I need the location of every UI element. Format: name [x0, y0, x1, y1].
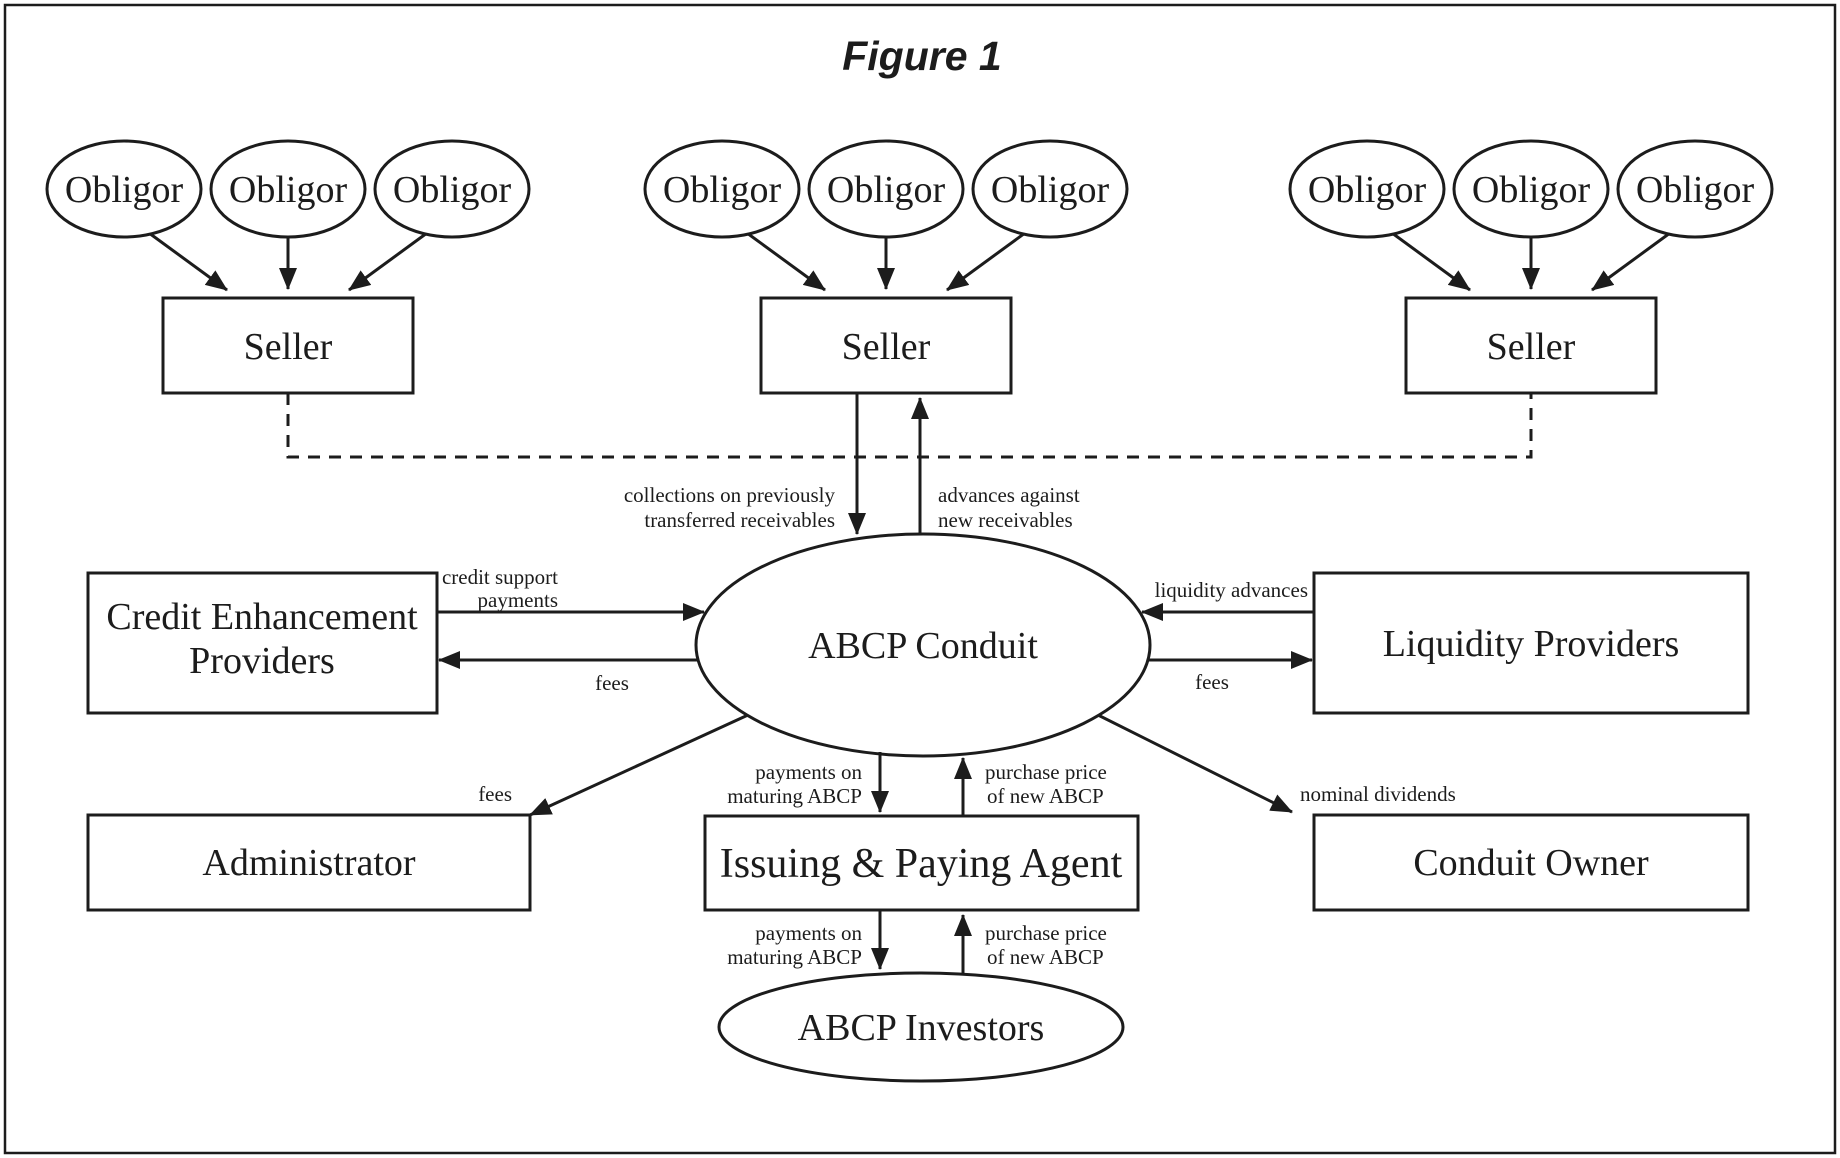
seller-box [161, 296, 415, 395]
credit-support-label: credit support [442, 565, 558, 589]
obligor-ellipse [643, 139, 801, 239]
obligor-ellipse [1452, 139, 1610, 239]
nominal-dividends-label: nominal dividends [1300, 782, 1456, 806]
fees-label: fees [1195, 670, 1229, 694]
advances-label: advances against [938, 483, 1080, 507]
seller-label: Seller [1487, 326, 1576, 368]
obligor-ellipse [209, 139, 367, 239]
obligor-ellipse [807, 139, 965, 239]
obligor-ellipse [373, 139, 531, 239]
abcp-investors-label: ABCP Investors [798, 1007, 1045, 1049]
purchase-price-label: purchase price [985, 921, 1107, 945]
liquidity-providers-label: Liquidity Providers [1383, 623, 1680, 665]
credit-enhancement-label: Providers [189, 640, 335, 682]
group-left: Obligor Obligor Obligor Seller [45, 139, 531, 395]
obligor-label: Obligor [663, 169, 782, 211]
arrow-obligor-to-seller [348, 231, 428, 292]
administrator-box [86, 813, 532, 912]
obligor-label: Obligor [229, 169, 348, 211]
obligor-ellipse [1288, 139, 1446, 239]
credit-support-label: payments [478, 588, 558, 612]
figure-title: Figure 1 [842, 33, 1001, 79]
purchase-price-label: of new ABCP [987, 784, 1104, 808]
credit-enhancement-box [86, 571, 439, 715]
abcp-conduit-label: ABCP Conduit [808, 625, 1038, 667]
arrow-nominal-dividends [1097, 713, 1293, 814]
seller-label: Seller [244, 326, 333, 368]
liquidity-advances-label: liquidity advances [1155, 578, 1308, 602]
group-middle: Obligor Obligor Obligor Seller [643, 139, 1129, 395]
collections-label: collections on previously [624, 483, 836, 507]
fees-label: fees [478, 782, 512, 806]
obligor-ellipse [1616, 139, 1774, 239]
group-right: Obligor Obligor Obligor Seller [1288, 139, 1774, 395]
arrow-fees-to-administrator [529, 713, 749, 817]
seller-box [759, 296, 1013, 395]
seller-label: Seller [842, 326, 931, 368]
credit-enhancement-label: Credit Enhancement [106, 596, 418, 638]
obligor-ellipse [45, 139, 203, 239]
payments-maturing-label: payments on [755, 921, 862, 945]
figure-border [3, 3, 1837, 1155]
obligor-label: Obligor [991, 169, 1110, 211]
arrow-obligor-to-seller [1391, 231, 1471, 292]
obligor-ellipse [971, 139, 1129, 239]
issuing-paying-agent-box [703, 814, 1140, 912]
payments-maturing-label: payments on [755, 760, 862, 784]
administrator-label: Administrator [202, 842, 416, 884]
arrow-obligor-to-seller [746, 231, 826, 292]
obligor-label: Obligor [1472, 169, 1591, 211]
obligor-label: Obligor [827, 169, 946, 211]
arrow-obligor-to-seller [148, 231, 228, 292]
payments-maturing-label: maturing ABCP [727, 784, 862, 808]
collections-label: transferred receivables [644, 508, 835, 532]
abcp-investors-ellipse [717, 971, 1125, 1083]
payments-maturing-label: maturing ABCP [727, 945, 862, 969]
seller-box [1404, 296, 1658, 395]
purchase-price-label: purchase price [985, 760, 1107, 784]
obligor-label: Obligor [65, 169, 184, 211]
liquidity-providers-box [1312, 571, 1750, 715]
fees-label: fees [595, 671, 629, 695]
purchase-price-label: of new ABCP [987, 945, 1104, 969]
advances-label: new receivables [938, 508, 1073, 532]
arrow-obligor-to-seller [946, 231, 1026, 292]
arrow-obligor-to-seller [1591, 231, 1671, 292]
obligor-label: Obligor [1308, 169, 1427, 211]
obligor-label: Obligor [393, 169, 512, 211]
dashed-seller-connector [286, 393, 1533, 459]
abcp-conduit-ellipse [694, 532, 1152, 758]
conduit-owner-label: Conduit Owner [1413, 842, 1649, 884]
issuing-paying-agent-label: Issuing & Paying Agent [720, 841, 1123, 887]
conduit-owner-box [1312, 813, 1750, 912]
obligor-label: Obligor [1636, 169, 1755, 211]
